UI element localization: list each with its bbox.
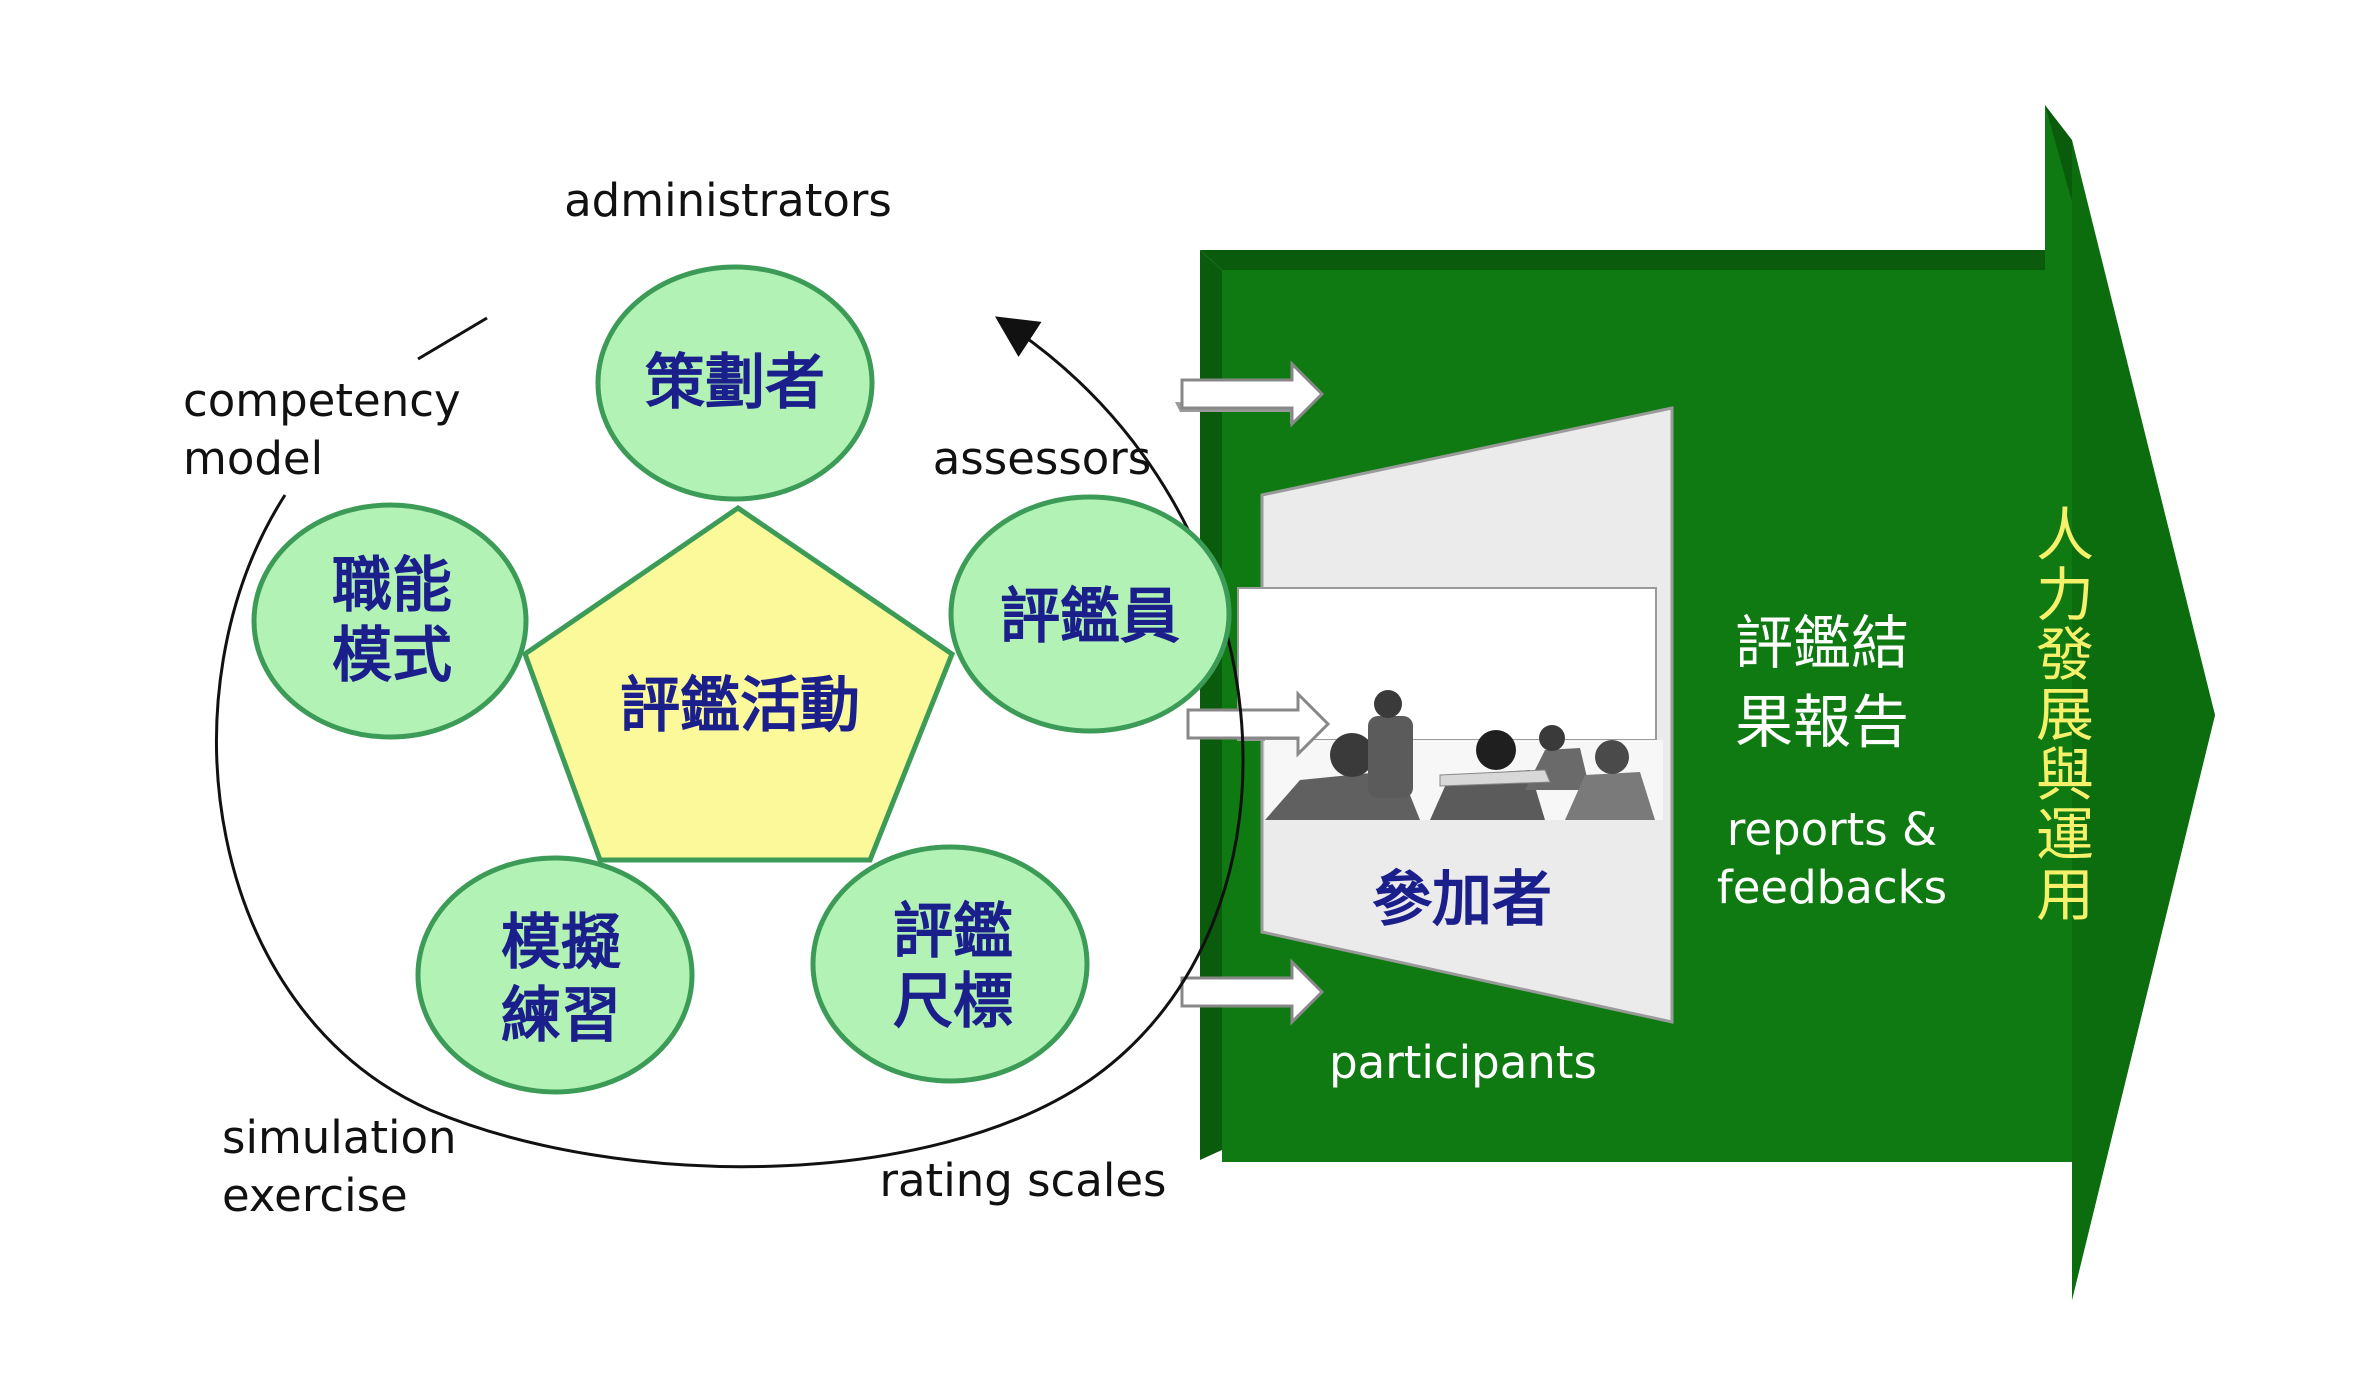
svg-text:評鑑員: 評鑑員 (1000, 582, 1180, 652)
center-label: 評鑑活動 (620, 671, 860, 741)
svg-text:exercise: exercise (222, 1169, 408, 1222)
svg-text:simulation: simulation (222, 1111, 457, 1164)
simulation-node: 模擬 練習 (415, 855, 695, 1095)
svg-text:評鑑結: 評鑑結 (1735, 609, 1909, 677)
svg-text:competency: competency (183, 374, 461, 427)
svg-text:力: 力 (2036, 561, 2094, 629)
svg-text:用: 用 (2036, 861, 2094, 929)
svg-text:練習: 練習 (501, 981, 621, 1051)
hr-development-arrow (1200, 105, 2215, 1300)
rating-scales-label: rating scales (879, 1154, 1166, 1207)
svg-text:模式: 模式 (332, 621, 452, 691)
svg-text:reports &: reports & (1727, 803, 1937, 856)
participants-label: participants (1329, 1036, 1597, 1089)
svg-text:model: model (183, 432, 323, 485)
assessors-label: assessors (933, 432, 1152, 485)
input-arrow-middle (1186, 690, 1331, 758)
competency-node: 職能 模式 (251, 502, 529, 740)
reports-feedbacks-label: reports & feedbacks (1717, 803, 1947, 914)
svg-text:運: 運 (2036, 801, 2094, 869)
input-arrows (1175, 360, 1331, 1026)
administrators-node: 策劃者 (595, 264, 875, 502)
competency-model-label: competency model (183, 374, 461, 485)
svg-text:模擬: 模擬 (501, 908, 621, 978)
cycle-arc-start (417, 316, 488, 361)
svg-text:發: 發 (2036, 621, 2094, 689)
svg-text:評鑑: 評鑑 (893, 897, 1013, 967)
administrators-label: administrators (564, 174, 892, 227)
svg-text:feedbacks: feedbacks (1717, 861, 1947, 914)
participants-cn-label: 參加者 (1372, 865, 1552, 935)
report-cn-label: 評鑑結 果報告 (1735, 609, 1909, 756)
svg-text:與: 與 (2036, 741, 2094, 809)
svg-text:職能: 職能 (332, 551, 452, 621)
svg-text:果報告: 果報告 (1735, 688, 1909, 756)
rating-node: 評鑑 尺標 (810, 844, 1090, 1084)
input-arrow-bottom (1180, 958, 1325, 1026)
svg-text:展: 展 (2036, 681, 2094, 749)
cycle-arc (215, 316, 1245, 1169)
svg-text:策劃者: 策劃者 (645, 348, 825, 418)
svg-text:人: 人 (2036, 501, 2094, 569)
svg-text:尺標: 尺標 (893, 967, 1013, 1037)
hr-development-label: 人 力 發 展 與 運 用 (2036, 501, 2094, 929)
center-pentagon (521, 504, 956, 863)
assessors-node: 評鑑員 (948, 494, 1232, 734)
meeting-illustration (1265, 690, 1663, 820)
simulation-exercise-label: simulation exercise (222, 1111, 457, 1222)
input-arrow-top (1180, 360, 1325, 428)
participants-panel: 參加者 (1237, 406, 1674, 1024)
